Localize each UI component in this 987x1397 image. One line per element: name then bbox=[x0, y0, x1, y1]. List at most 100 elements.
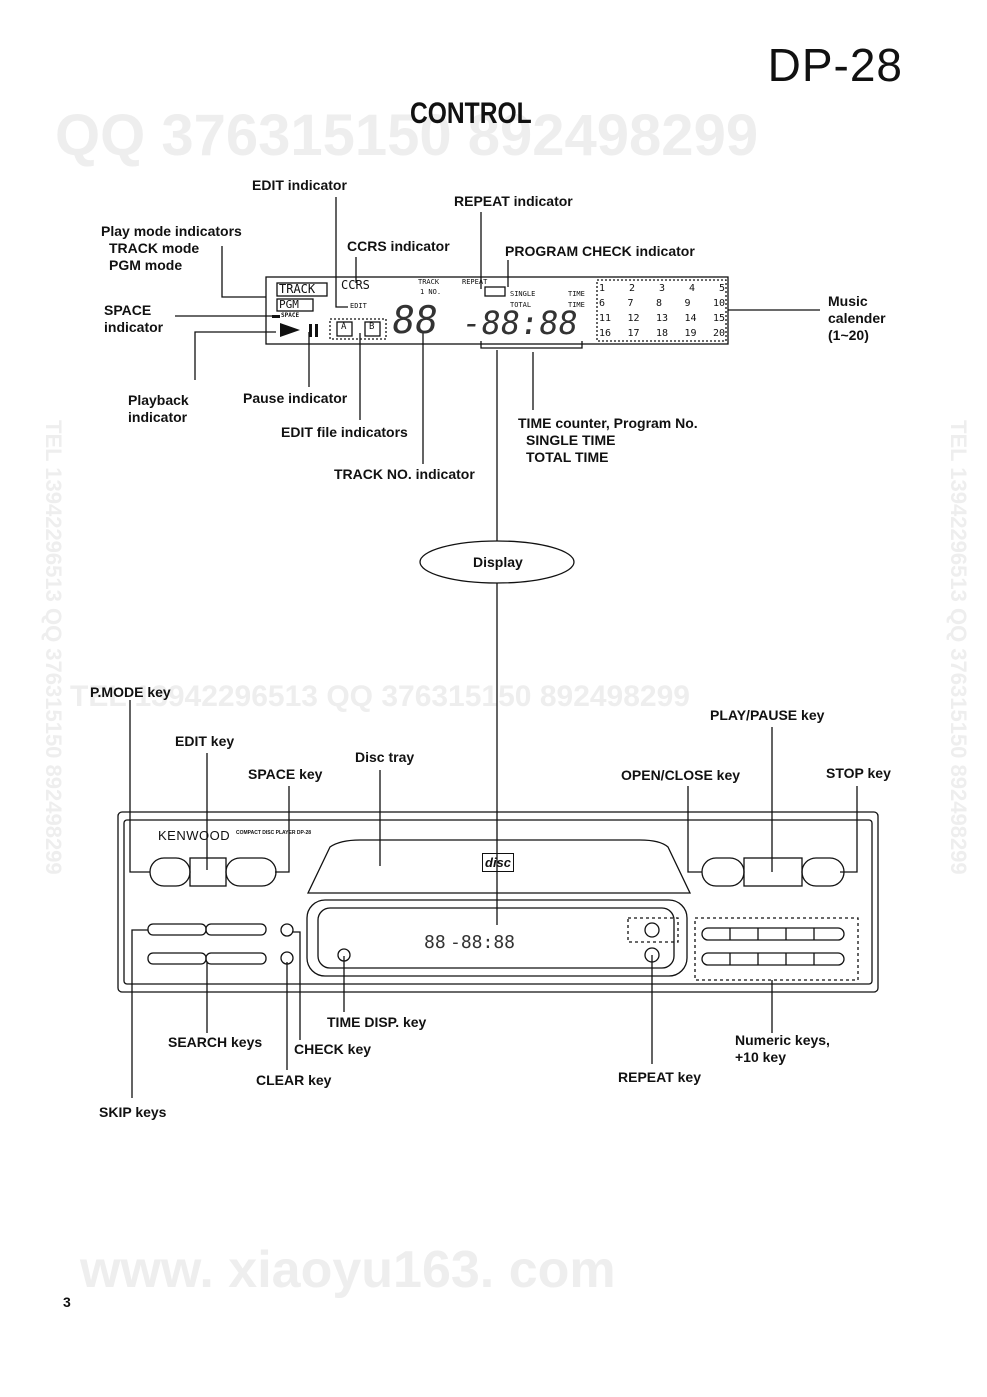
edit-indicator-leader bbox=[335, 197, 348, 308]
watermark-side-right: TEL 13942296513 QQ 376315150 892498299 bbox=[946, 420, 971, 875]
label-ccrs-indicator: CCRS indicator bbox=[347, 238, 450, 254]
label-play-pause-key: PLAY/PAUSE key bbox=[710, 707, 825, 723]
model-number: DP-28 bbox=[767, 39, 903, 91]
label-time-counter: TIME counter, Program No. SINGLE TIME TO… bbox=[518, 415, 698, 465]
numeric-row-2 bbox=[701, 952, 845, 966]
lcd-ccrs-label: CCRS bbox=[341, 278, 370, 292]
time-disp-key bbox=[337, 948, 351, 962]
label-pause-indicator: Pause indicator bbox=[243, 390, 348, 406]
label-search-keys: SEARCH keys bbox=[168, 1034, 263, 1050]
stop-key bbox=[801, 857, 845, 887]
display-inner bbox=[317, 907, 675, 969]
lcd-file-b: B bbox=[369, 322, 375, 332]
watermark-side-left: TEL 13942296513 QQ 376315150 892498299 bbox=[41, 420, 66, 875]
display-ellipse bbox=[419, 540, 575, 584]
play-pause-key bbox=[743, 857, 803, 887]
label-clear-key: CLEAR key bbox=[256, 1072, 332, 1088]
lcd-file-a: A bbox=[341, 322, 347, 332]
player-lcd-track-digits: 88 bbox=[424, 932, 446, 953]
playback-leader bbox=[194, 331, 276, 380]
label-check-key: CHECK key bbox=[294, 1041, 372, 1057]
pmode-key bbox=[149, 857, 191, 887]
lcd-time-label-2: TIME bbox=[568, 301, 585, 309]
lcd-play-icon bbox=[280, 323, 300, 337]
player-lcd-digits: -88:88 bbox=[450, 932, 516, 953]
space-key bbox=[225, 857, 277, 887]
skip-leader bbox=[131, 929, 148, 1098]
search-key-rev bbox=[147, 952, 207, 965]
lcd-track-label: TRACK bbox=[279, 282, 316, 296]
label-pmode-key: P.MODE key bbox=[90, 684, 171, 700]
page-title: CONTROL bbox=[410, 97, 532, 130]
lcd-pgm-box bbox=[276, 298, 314, 312]
space-indicator-mark bbox=[272, 315, 280, 318]
stop-leader bbox=[840, 786, 858, 873]
check-leader bbox=[292, 931, 301, 1040]
skip-key-next bbox=[205, 923, 267, 936]
display-window bbox=[306, 899, 688, 977]
lcd-repeat-label: REPEAT bbox=[462, 278, 488, 286]
label-numeric-keys: Numeric keys, +10 key bbox=[735, 1032, 830, 1065]
lcd-track-no-2: 1 NO. bbox=[420, 288, 442, 296]
lcd-file-b-box bbox=[364, 321, 381, 337]
play-mode-leader bbox=[221, 246, 266, 298]
label-time-disp-key: TIME DISP. key bbox=[327, 1014, 427, 1030]
lcd-file-a-box bbox=[336, 321, 353, 337]
label-disc-tray: Disc tray bbox=[355, 749, 415, 765]
player-brand: KENWOOD bbox=[158, 828, 231, 843]
player-front-panel bbox=[123, 819, 873, 985]
open-close-leader bbox=[687, 786, 702, 873]
pmode-leader bbox=[129, 700, 150, 873]
lcd-frame bbox=[265, 276, 729, 345]
open-close-key bbox=[701, 857, 745, 887]
numeric-row-1 bbox=[701, 927, 845, 941]
watermark-mid: TEL 13942296513 QQ 376315150 892498299 bbox=[70, 680, 690, 713]
lcd-total-label: TOTAL bbox=[510, 301, 532, 309]
page-number: 3 bbox=[63, 1294, 71, 1310]
disc-logo: disc bbox=[482, 853, 515, 872]
lcd-pgm-label: PGM bbox=[279, 298, 299, 311]
label-space-indicator: SPACE indicator bbox=[104, 302, 164, 335]
lcd-pause-icon-b bbox=[315, 324, 318, 337]
edit-key bbox=[189, 857, 227, 887]
lcd-time-digits: -88:88 bbox=[459, 304, 581, 342]
repeat-area-frame bbox=[627, 917, 679, 943]
label-program-check-indicator: PROGRAM CHECK indicator bbox=[505, 243, 695, 259]
lcd-track-box bbox=[276, 282, 328, 297]
label-stop-key: STOP key bbox=[826, 765, 891, 781]
label-edit-file-indicators: EDIT file indicators bbox=[281, 424, 408, 440]
label-display: Display bbox=[473, 554, 523, 570]
label-repeat-key: REPEAT key bbox=[618, 1069, 701, 1085]
label-space-key: SPACE key bbox=[248, 766, 323, 782]
label-open-close-key: OPEN/CLOSE key bbox=[621, 767, 741, 783]
program-check-key bbox=[644, 922, 660, 938]
space-key-leader bbox=[275, 786, 290, 873]
player-model-text: COMPACT DISC PLAYER DP-28 bbox=[236, 830, 312, 836]
player-chassis bbox=[117, 811, 879, 993]
lcd-track-no-1: TRACK bbox=[418, 278, 440, 286]
check-key bbox=[280, 923, 294, 937]
search-key-fwd bbox=[205, 952, 267, 965]
label-track-no-indicator: TRACK NO. indicator bbox=[334, 466, 475, 482]
skip-key-prev bbox=[147, 923, 207, 936]
lcd-pause-icon-a bbox=[309, 324, 312, 337]
watermark-bottom: www. xiaoyu163. com bbox=[80, 1241, 616, 1299]
label-skip-keys: SKIP keys bbox=[99, 1104, 167, 1120]
disc-tray bbox=[306, 839, 692, 894]
label-repeat-indicator: REPEAT indicator bbox=[454, 193, 573, 209]
lcd-calendar-box bbox=[596, 279, 727, 342]
lcd-space-label: SPACE bbox=[281, 312, 300, 319]
lcd-repeat-box bbox=[484, 286, 506, 297]
label-music-calendar: Music calender (1~20) bbox=[828, 293, 886, 343]
lcd-file-bracket bbox=[329, 318, 387, 340]
label-edit-indicator: EDIT indicator bbox=[252, 177, 347, 193]
watermark-top: QQ 376315150 892498299 bbox=[55, 103, 759, 168]
repeat-key bbox=[644, 947, 660, 963]
lcd-time-label-1: TIME bbox=[568, 290, 585, 298]
lcd-edit-label: EDIT bbox=[350, 302, 367, 310]
label-play-mode: Play mode indicators TRACK mode PGM mode bbox=[101, 223, 242, 273]
lcd-track-digits: 88 bbox=[388, 298, 441, 342]
lcd-single-label: SINGLE bbox=[510, 290, 536, 298]
